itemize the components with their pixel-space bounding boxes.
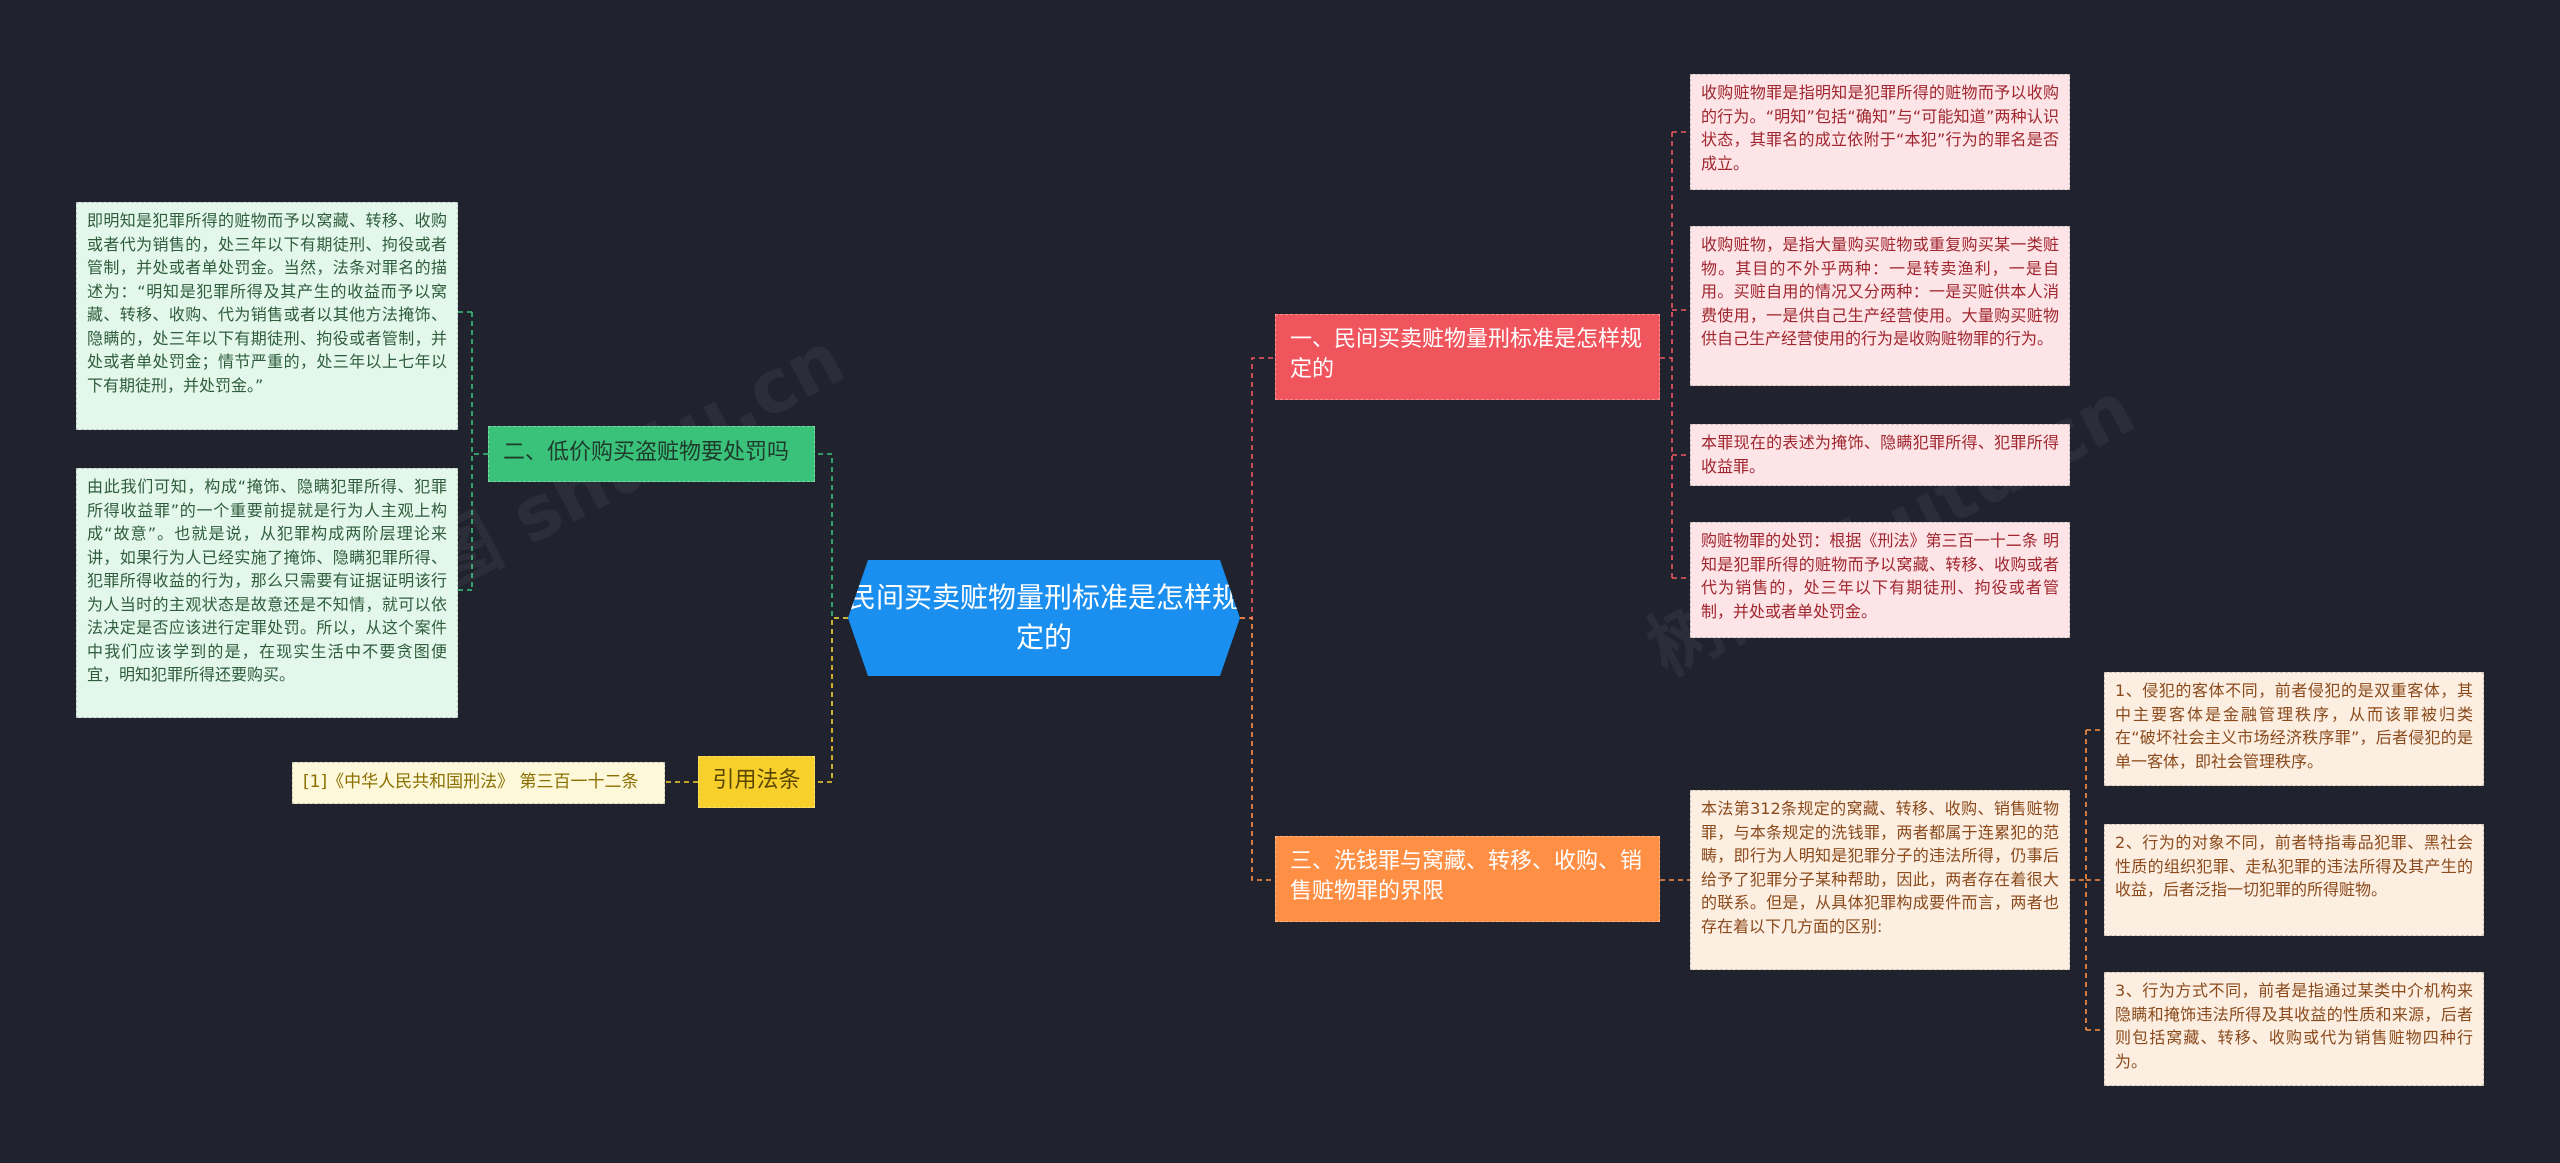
leaf-b4-1[interactable]: [1]《中华人民共和国刑法》 第三百一十二条 — [292, 762, 665, 804]
leaf-b1-1[interactable]: 收购赃物罪是指明知是犯罪所得的赃物而予以收购的行为。“明知”包括“确知”与“可能… — [1690, 74, 2070, 190]
branch-one[interactable]: 一、民间买卖赃物量刑标准是怎样规定的 — [1275, 314, 1660, 400]
leaf-b2-1[interactable]: 即明知是犯罪所得的赃物而予以窝藏、转移、收购或者代为销售的，处三年以下有期徒刑、… — [76, 202, 458, 430]
leaf-b3-2[interactable]: 2、行为的对象不同，前者特指毒品犯罪、黑社会性质的组织犯罪、走私犯罪的违法所得及… — [2104, 824, 2484, 936]
branch-two-label: 二、低价购买盗赃物要处罚吗 — [503, 440, 790, 465]
leaf-b1-3[interactable]: 本罪现在的表述为掩饰、隐瞒犯罪所得、犯罪所得收益罪。 — [1690, 424, 2070, 486]
root-topic-label: 民间买卖赃物量刑标准是怎样规定的 — [848, 581, 1241, 654]
branch-four-label: 引用法条 — [712, 768, 801, 793]
leaf-b3-3[interactable]: 3、行为方式不同，前者是指通过某类中介机构来隐瞒和掩饰违法所得及其收益的性质和来… — [2104, 972, 2484, 1086]
branch-three[interactable]: 三、洗钱罪与窝藏、转移、收购、销售赃物罪的界限 — [1275, 836, 1660, 922]
leaf-b1-4[interactable]: 购赃物罪的处罚：根据《刑法》第三百一十二条 明知是犯罪所得的赃物而予以窝藏、转移… — [1690, 522, 2070, 638]
branch-three-label: 三、洗钱罪与窝藏、转移、收购、销售赃物罪的界限 — [1290, 849, 1643, 904]
root-topic[interactable]: 民间买卖赃物量刑标准是怎样规定的 — [848, 560, 1240, 676]
leaf-b1-2[interactable]: 收购赃物，是指大量购买赃物或重复购买某一类赃物。其目的不外乎两种：一是转卖渔利，… — [1690, 226, 2070, 386]
branch-one-label: 一、民间买卖赃物量刑标准是怎样规定的 — [1290, 327, 1643, 382]
leaf-b3-1[interactable]: 1、侵犯的客体不同，前者侵犯的是双重客体，其中主要客体是金融管理秩序，从而该罪被… — [2104, 672, 2484, 786]
branch-two[interactable]: 二、低价购买盗赃物要处罚吗 — [488, 426, 815, 482]
leaf-b2-2[interactable]: 由此我们可知，构成“掩饰、隐瞒犯罪所得、犯罪所得收益罪”的一个重要前提就是行为人… — [76, 468, 458, 718]
leaf-b3-summary[interactable]: 本法第312条规定的窝藏、转移、收购、销售赃物罪，与本条规定的洗钱罪，两者都属于… — [1690, 790, 2070, 970]
branch-four[interactable]: 引用法条 — [698, 756, 815, 808]
